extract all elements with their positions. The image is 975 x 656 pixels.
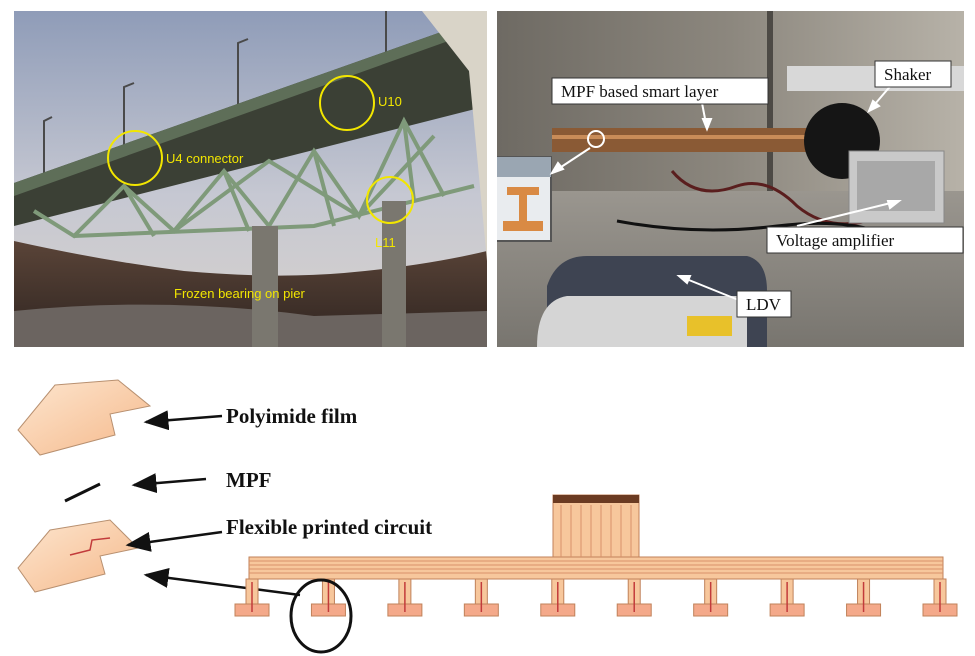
smart-layer-diagram: Polyimide film MPF Flexible printed circ… [0,360,975,656]
polyimide-film-label: Polyimide film [226,404,358,428]
lab-setup-photo: MPF based smart layer Shaker Voltage amp… [497,11,964,347]
zoom-circle [289,578,353,654]
mpf-label: MPF [226,468,271,492]
flexible-circuit-shape [17,519,140,593]
flexible-printed-circuit-label: Flexible printed circuit [226,515,432,539]
connector-block [552,494,640,558]
bridge-photo: U4 connector U10 L11 Frozen bearing on p… [14,11,487,347]
u10-label: U10 [378,94,402,109]
mpf-fiber-shape [64,482,101,503]
ldv-label-box [736,290,792,318]
circuit-layout [234,494,958,617]
trace-bus [248,556,944,580]
u4-connector-label: U4 connector [166,151,244,166]
u10-callout-circle [319,75,375,131]
connector-pins [553,495,639,503]
bridge-truss [32,116,475,239]
pier [252,226,278,347]
polyimide-film-shape [17,379,152,456]
l11-label: L11 [375,235,396,250]
shaker-label-box [874,60,952,88]
smart-layer-label-box [551,77,769,105]
smart-layer-label: MPF based smart layer [561,82,719,101]
mpf-arrow [131,473,207,494]
ldv-label: LDV [746,295,782,314]
sensor-diagram-svg: Polyimide film MPF Flexible printed circ… [17,379,958,654]
bridge-scene: U4 connector U10 L11 Frozen bearing on p… [14,11,487,347]
frozen-bearing-label: Frozen bearing on pier [174,286,305,301]
l11-callout-circle [366,176,414,224]
fpc-arrow [125,530,223,552]
film-arrow [143,410,223,431]
bridge-deck [14,31,487,226]
amplifier-label-box [766,226,964,254]
voltage-amplifier-label: Voltage amplifier [776,231,895,250]
pier [382,201,406,347]
u4-callout-circle [107,130,163,186]
shaker-label: Shaker [884,65,932,84]
zoom-arrow [143,567,301,597]
sensor-callout-circle [587,130,605,148]
lab-scene: MPF based smart layer Shaker Voltage amp… [497,11,964,347]
